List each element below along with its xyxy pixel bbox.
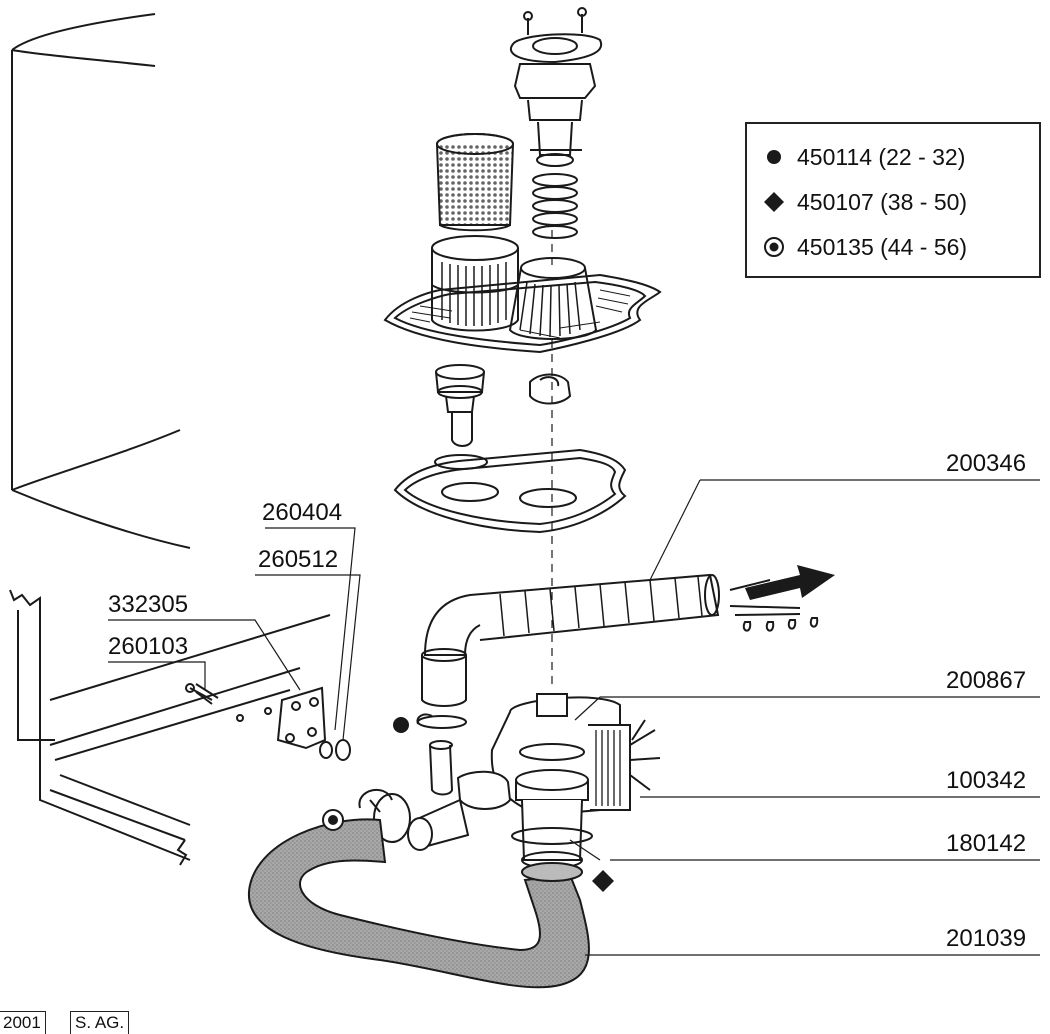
filled-circle-icon (763, 146, 785, 168)
legend-row-bullseye: 450135 (44 - 56) (763, 232, 967, 262)
callout-260512: 260512 (258, 546, 339, 573)
legend-row-circle: 450114 (22 - 32) (763, 142, 965, 172)
washer (319, 741, 333, 759)
top-clamp (416, 713, 467, 729)
bullseye-marker (322, 809, 344, 831)
footer-year: 2001 (0, 1011, 46, 1034)
footer-initials: S. AG. (70, 1011, 130, 1034)
callout-332305: 332305 (108, 591, 189, 618)
callout-260404: 260404 (262, 499, 343, 526)
mesh-filter (436, 133, 514, 232)
circle-marker (393, 717, 409, 733)
outflow-arrow (729, 579, 819, 632)
top-flange (510, 7, 603, 167)
legend-text: 450114 (22 - 32) (797, 143, 966, 170)
legend-row-diamond: 450107 (38 - 50) (763, 187, 967, 217)
outlet-hose (421, 573, 720, 707)
frame-outline (9, 589, 331, 866)
mount-screw (185, 683, 219, 705)
callout-260103: 260103 (108, 633, 189, 660)
legend-text: 450107 (38 - 50) (797, 188, 968, 215)
diamond-marker (592, 870, 614, 892)
drain-cap (529, 373, 572, 405)
callout-100342: 100342 (946, 767, 1027, 794)
callout-200346: 200346 (946, 450, 1027, 477)
gasket-plate (393, 448, 627, 534)
leader-lines (108, 479, 1040, 956)
nut (335, 739, 351, 761)
tray-plate (383, 273, 662, 354)
left-clamp (358, 789, 411, 843)
drain-fitting (434, 364, 488, 470)
legend-text: 450135 (44 - 56) (797, 233, 968, 260)
legend-box: 450114 (22 - 32) 450107 (38 - 50) 450135… (745, 122, 1041, 278)
callout-200867: 200867 (946, 667, 1027, 694)
filled-diamond-icon (763, 191, 785, 213)
mount-plate (276, 686, 327, 750)
tub-outline (11, 13, 191, 549)
flow-arrow-head (745, 565, 835, 600)
grey-hose (247, 818, 590, 989)
cone-filter (508, 257, 598, 340)
callout-201039: 201039 (946, 925, 1027, 952)
drain-pump (407, 693, 661, 869)
spring (532, 173, 578, 239)
bullseye-circle-icon (763, 236, 785, 258)
callout-180142: 180142 (946, 830, 1027, 857)
